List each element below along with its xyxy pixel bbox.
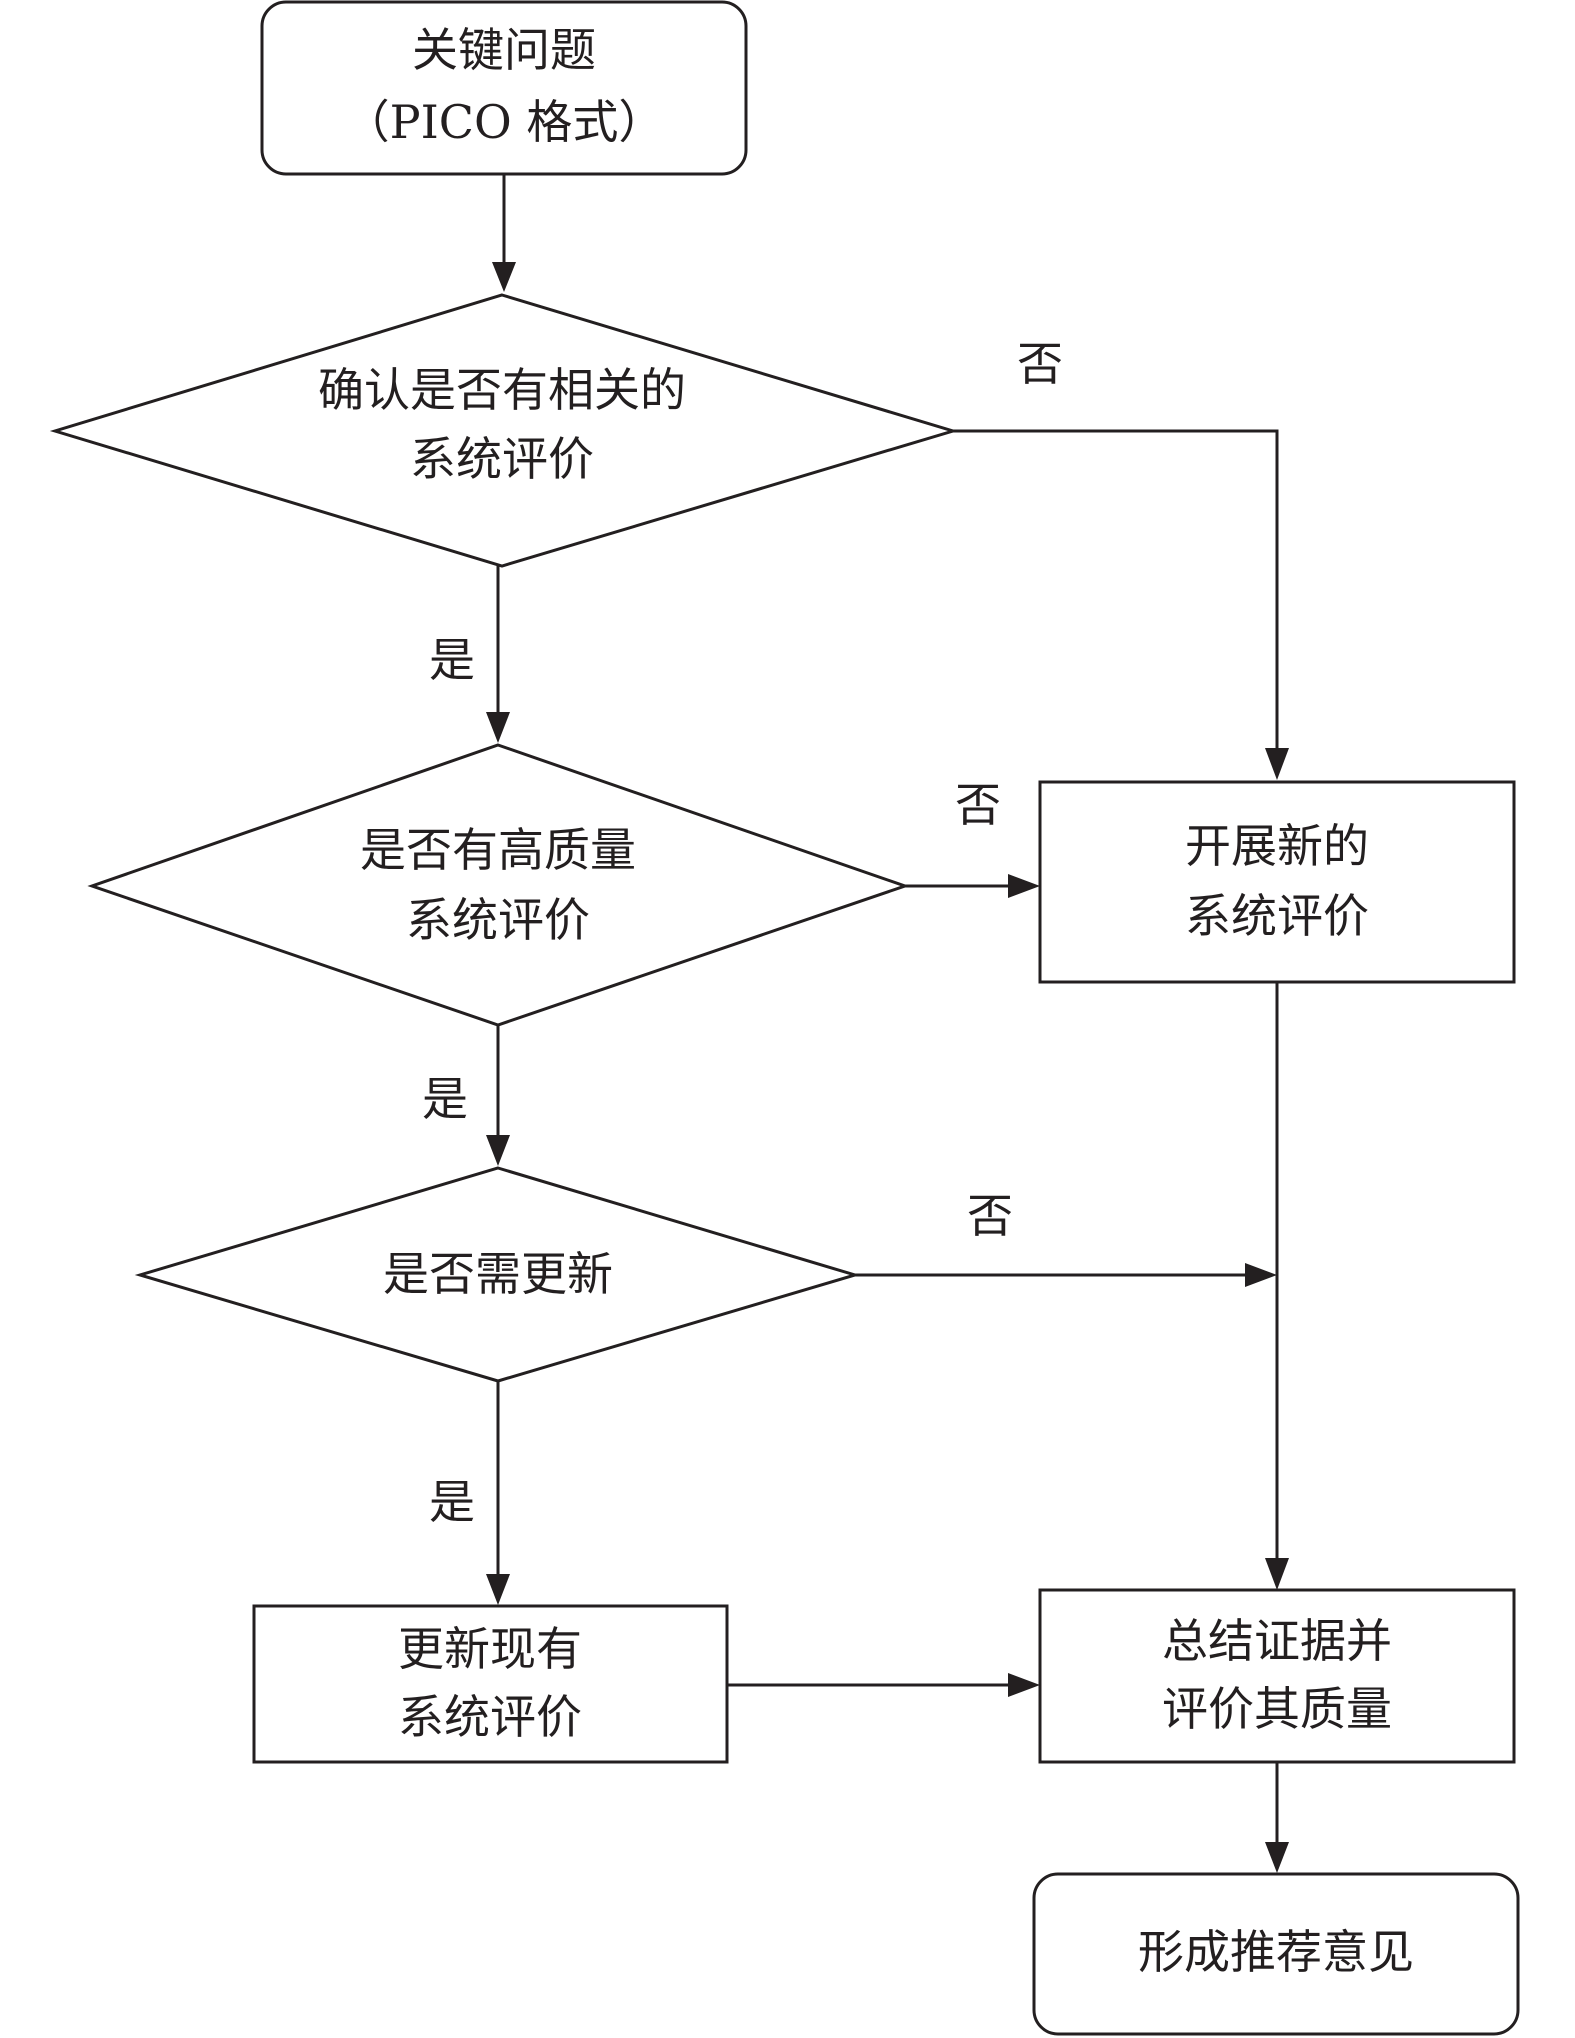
decision-high-quality-review: 是否有高质量 系统评价 (87, 743, 910, 1027)
edge-label-d2-no: 否 (955, 778, 1001, 832)
start-node-line1: 关键问题 (412, 23, 596, 77)
decision-needs-update-line1: 是否需更新 (383, 1247, 613, 1301)
edge-label-d1-no: 否 (1017, 337, 1063, 391)
new-review-node-line1: 开展新的 (1185, 819, 1369, 873)
edge-d3-no-to-main-line (855, 1263, 1277, 1287)
decision-needs-update: 是否需更新 (134, 1166, 861, 1383)
decision-related-review: 确认是否有相关的 系统评价 (49, 293, 959, 568)
decision-high-quality-review-line1: 是否有高质量 (360, 823, 636, 877)
edge-summarize-to-end (1265, 1762, 1289, 1873)
start-node-line2: （PICO 格式） (344, 95, 665, 149)
decision-related-review-line2: 系统评价 (410, 432, 594, 486)
update-review-node-line1: 更新现有 (398, 1622, 582, 1676)
new-review-node-line2: 系统评价 (1185, 889, 1369, 943)
edge-label-d2-yes: 是 (422, 1072, 468, 1126)
edge-d2-no-to-new-review (905, 874, 1040, 898)
edge-d1-yes-to-d2 (486, 566, 510, 743)
update-review-node-line2: 系统评价 (398, 1690, 582, 1744)
edge-d2-yes-to-d3 (486, 1025, 510, 1166)
decision-high-quality-review-line2: 系统评价 (406, 893, 590, 947)
edge-new-review-to-summarize (1265, 982, 1289, 1590)
edge-label-d1-yes: 是 (429, 633, 475, 687)
edge-label-d3-no: 否 (967, 1189, 1013, 1243)
summarize-evidence-node: 总结证据并 评价其质量 (1038, 1588, 1516, 1764)
edge-label-d3-yes: 是 (429, 1475, 475, 1529)
new-review-node: 开展新的 系统评价 (1038, 780, 1516, 984)
edge-update-to-summarize (727, 1673, 1040, 1697)
edge-start-to-d1 (492, 174, 516, 292)
edge-d1-no-to-new-review (953, 429, 1289, 780)
update-review-node: 更新现有 系统评价 (252, 1604, 729, 1764)
end-node: 形成推荐意见 (1032, 1872, 1520, 2036)
end-node-line1: 形成推荐意见 (1138, 1925, 1414, 1979)
start-node: 关键问题 （PICO 格式） (260, 0, 748, 176)
edge-d3-yes-to-update-review (486, 1381, 510, 1605)
decision-related-review-line1: 确认是否有相关的 (318, 363, 686, 417)
summarize-evidence-node-line2: 评价其质量 (1162, 1682, 1392, 1736)
summarize-evidence-node-line1: 总结证据并 (1162, 1614, 1392, 1668)
